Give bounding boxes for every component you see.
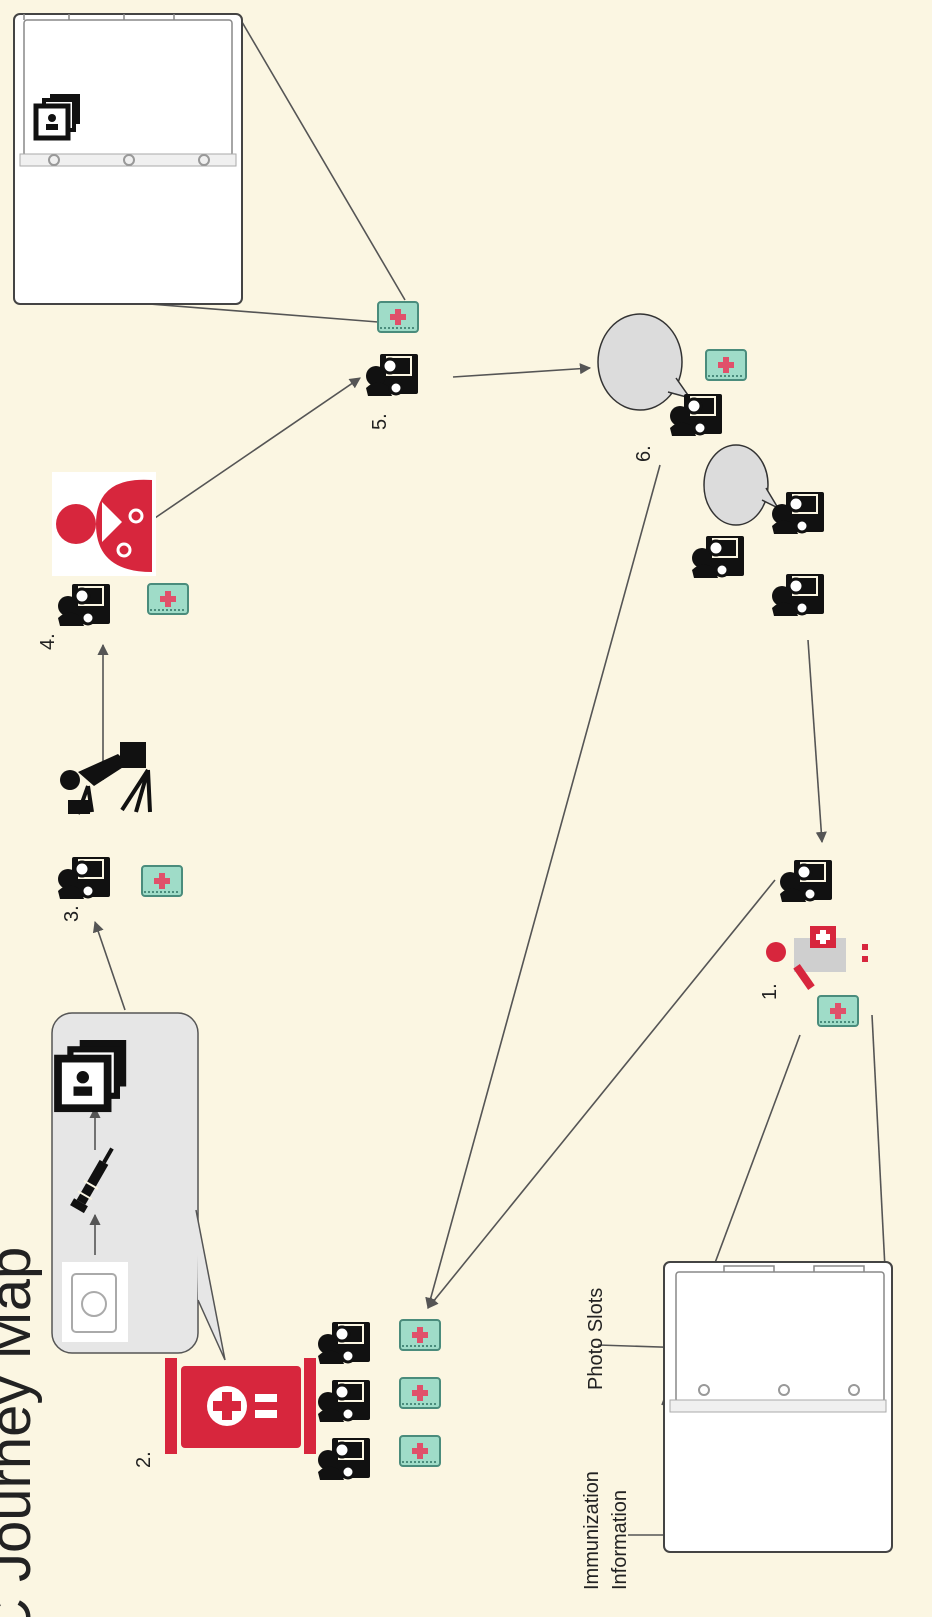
health-record-card-icon [148,584,188,614]
photo-stack-icon [58,1040,126,1108]
step-6-group [598,314,746,436]
step-3-group [58,857,182,899]
step-4-group [58,584,188,626]
step-1-group [766,860,868,1026]
parent-with-child-icon [58,857,110,899]
parent-with-child-icon [670,394,722,436]
parent-with-child-icon [318,1438,370,1480]
health-record-card-icon [818,996,858,1026]
parent-with-child-icon [772,574,824,616]
services-panel [52,1013,225,1360]
camera-icon [62,1262,128,1342]
arrow-5-to-6 [453,368,590,377]
step-2-label: 2. [133,1451,155,1468]
family-group-step-2 [318,1320,440,1480]
nurse-icon [766,926,868,990]
step-3-label: 3. [61,905,83,922]
immunization-label-line1: Immunization [581,1471,603,1590]
binder-album-icon [664,1262,892,1552]
photo-slots-label: Photo Slots [585,1288,607,1390]
step-5-label: 5. [369,413,391,430]
callout-top-1 [242,22,405,300]
parent-with-child-icon [318,1380,370,1422]
health-record-card-icon [400,1436,440,1466]
health-record-card-icon [706,350,746,380]
photographer-icon [60,742,150,814]
immunization-label-line2: Information [609,1490,631,1590]
step-1-label: 1. [759,983,781,1000]
group-conversation [692,445,824,616]
speech-bubble-icon [704,445,778,525]
parent-with-child-icon [692,536,744,578]
map-title: C Journey Map [0,1247,43,1617]
arrow-4-to-5 [152,378,360,520]
speech-bubble-icon [598,314,690,410]
parent-with-child-icon [58,584,110,626]
step-5-group [366,302,418,396]
arrow-6-to-2 [428,465,660,1308]
health-record-card-icon [400,1378,440,1408]
parent-with-child-icon [780,860,832,902]
health-record-card-icon [400,1320,440,1350]
medical-building-icon [165,1358,316,1454]
parent-with-child-icon [772,492,824,534]
binder-album-icon [14,14,242,304]
step-4-label: 4. [37,633,59,650]
parent-with-child-icon [318,1322,370,1364]
photo-stack-icon [36,94,80,138]
arrow-group-to-1 [808,640,822,842]
parent-with-child-icon [366,354,418,396]
health-record-card-icon [142,866,182,896]
health-record-card-icon [378,302,418,332]
step-6-label: 6. [633,445,655,462]
arrow-2-to-3 [95,922,125,1010]
doctor-icon [52,472,156,576]
